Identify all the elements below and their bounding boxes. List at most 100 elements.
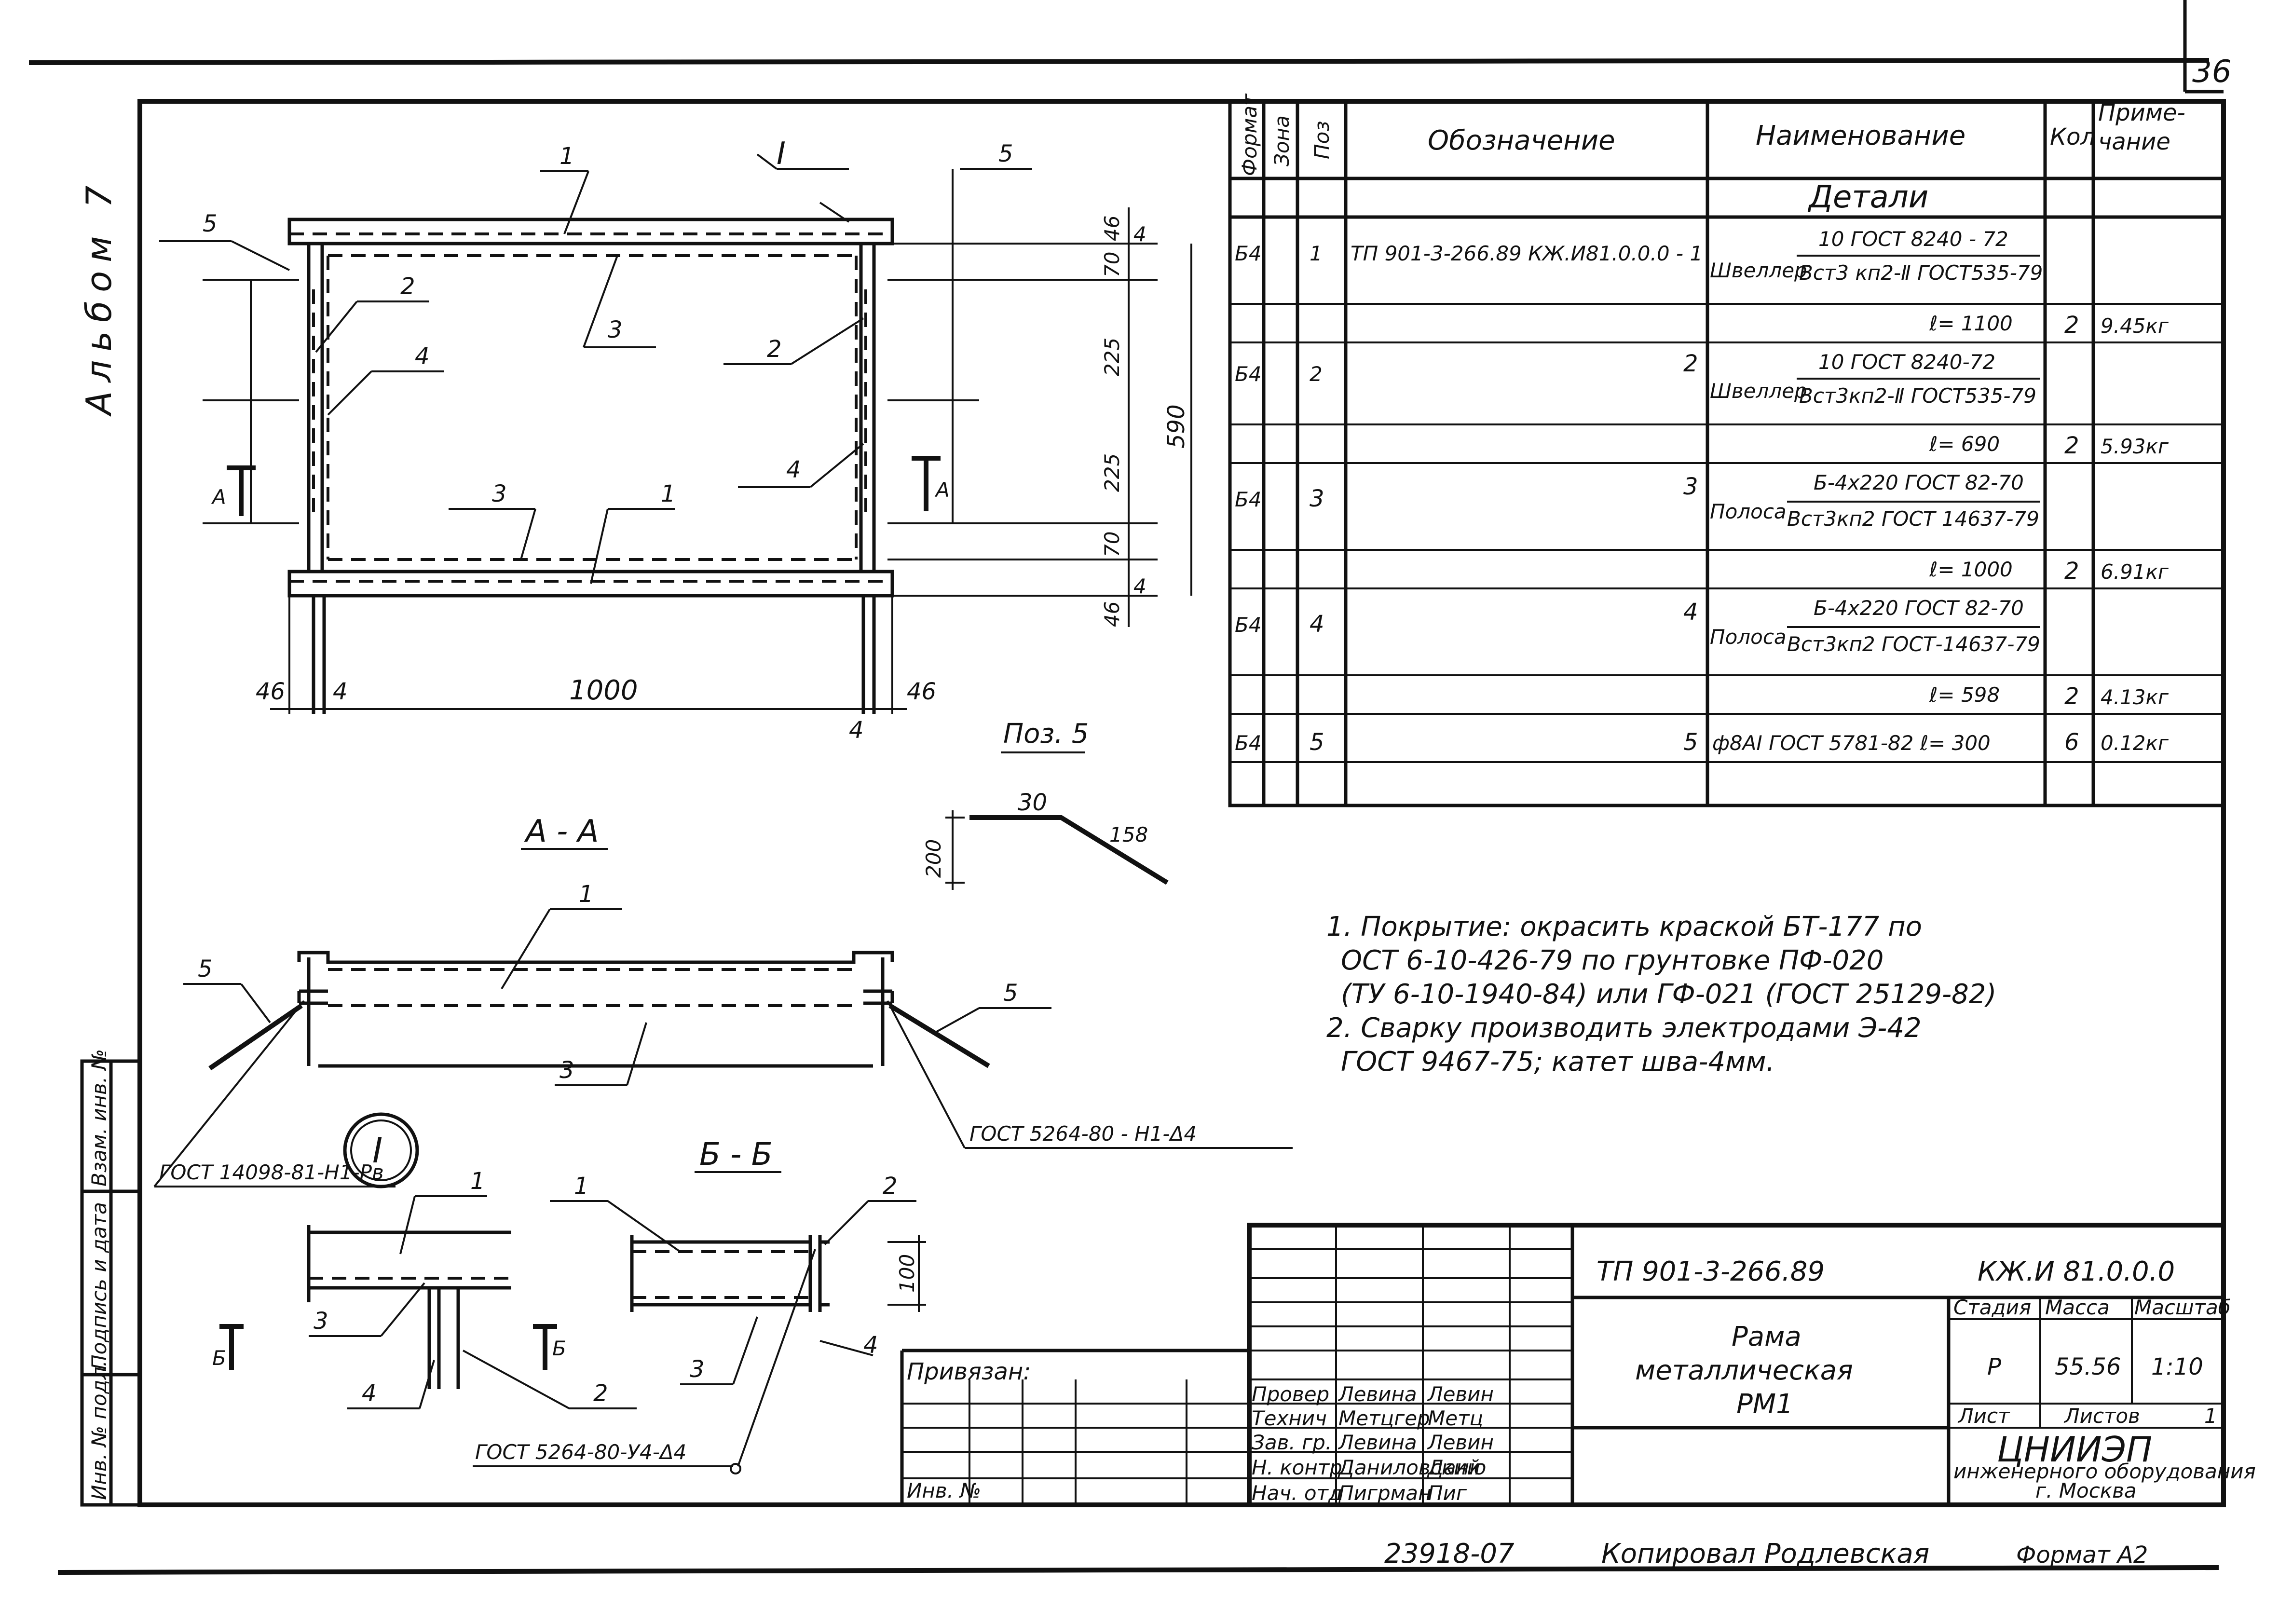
- role-1-name: Левина: [1337, 1382, 1417, 1406]
- section-title-details: Детали: [1807, 179, 1928, 215]
- section-AA-leaders: [153, 908, 1293, 1187]
- footer-format: Формат А2: [2016, 1542, 2148, 1569]
- title-linked-label: Привязан:: [907, 1358, 1031, 1385]
- plan-leaders: [159, 153, 1032, 584]
- plan-pos-4-right: 4: [786, 456, 801, 483]
- row4-qty: 2: [2064, 683, 2079, 710]
- pos5-title: Поз. 5: [1003, 718, 1089, 750]
- row3-name-bottom: Вст3кп2 ГОСТ 14637-79: [1787, 507, 2039, 531]
- row2-pos: 2: [1310, 362, 1323, 386]
- role-2-title: Технич: [1252, 1406, 1327, 1430]
- stamp-inv-orig: Инв. № подл.: [87, 1360, 111, 1500]
- side-stamp-strip: [80, 1059, 142, 1507]
- title-name-line2: металлическая: [1635, 1355, 1853, 1386]
- section-BB-drawing: [630, 1235, 926, 1474]
- row1-format: Б4: [1235, 242, 1262, 265]
- role-1-sign: Левин: [1427, 1382, 1494, 1406]
- section-AA-pos-3: 3: [560, 1057, 574, 1084]
- note-line-2: ОСТ 6-10-426-79 по грунтовке ПФ-020: [1341, 945, 1883, 976]
- plan-dim-4-bottom: 4: [1133, 574, 1146, 598]
- role-2-sign: Метц: [1428, 1406, 1483, 1430]
- role-1-title: Провер: [1252, 1382, 1329, 1406]
- detail-I-pos-3: 3: [314, 1308, 328, 1335]
- plan-dim-46-bottom: 46: [1100, 601, 1124, 627]
- footer-copied-by: Копировал Родлевская: [1601, 1538, 1929, 1569]
- plan-pos-1-top: 1: [560, 143, 574, 170]
- section-BB-pos-2: 2: [883, 1173, 898, 1200]
- plan-callout-I: I: [777, 136, 786, 172]
- plan-dim-70-top: 70: [1100, 252, 1124, 277]
- row1-mass: 9.45кг: [2101, 314, 2169, 338]
- note-line-4: 2. Сварку производить электродами Э-42: [1326, 1012, 1922, 1044]
- section-AA-drawing: [208, 951, 990, 1071]
- row5-qty: 6: [2064, 729, 2079, 756]
- role-5-title: Нач. отд: [1252, 1481, 1342, 1505]
- col-header-pos: Поз: [1310, 121, 1334, 159]
- row5-name-top: ф8АⅠ ГОСТ 5781-82 ℓ= 300: [1712, 731, 1991, 755]
- plan-dim-46-left: 46: [256, 678, 285, 705]
- detail-I-circle: [343, 1112, 419, 1188]
- title-scale-value: 1:10: [2151, 1353, 2203, 1380]
- row3-pos: 3: [1310, 485, 1324, 512]
- weld-note-left: ГОСТ 14098-81-Н1-Рв: [159, 1160, 384, 1184]
- row2-qty: 2: [2064, 432, 2079, 459]
- plan-pos-2-right: 2: [767, 336, 782, 363]
- plan-pos-2-left: 2: [400, 273, 415, 300]
- role-2-name: Метцгер: [1338, 1406, 1430, 1430]
- plan-dim-225-lower: 225: [1100, 453, 1124, 492]
- note-line-1: 1. Покрытие: окрасить краской БТ-177 по: [1326, 911, 1922, 942]
- role-3-sign: Левин: [1427, 1431, 1494, 1454]
- row4-name-top: Б-4x220 ГОСТ 82-70: [1814, 596, 2024, 620]
- col-header-note-2: чание: [2098, 128, 2170, 155]
- stamp-inv-dup: Взам. инв. №: [87, 1049, 111, 1187]
- col-header-format: Формат: [1238, 93, 1261, 176]
- section-AA-pos-1: 1: [579, 881, 594, 908]
- row2-format: Б4: [1235, 362, 1262, 386]
- title-sheets-count: 1: [2204, 1404, 2217, 1428]
- title-org-name: ЦНИИЭП: [1997, 1429, 2152, 1470]
- row2-name-type: Швеллер: [1710, 379, 1807, 403]
- title-stage-value: Р: [1987, 1353, 2001, 1380]
- row5-pos: 5: [1310, 729, 1324, 756]
- row2-designation: 2: [1683, 350, 1698, 377]
- plan-dimension-lines: [203, 169, 1192, 714]
- detail-I-pos-4: 4: [362, 1380, 377, 1407]
- pos5-dim-200: 200: [922, 839, 945, 878]
- plan-dim-4-top: 4: [1133, 222, 1146, 246]
- detail-I-pos-1: 1: [470, 1168, 485, 1195]
- row3-length: ℓ= 1000: [1929, 558, 2013, 581]
- plan-dim-1000: 1000: [569, 675, 638, 706]
- plan-dim-225-upper: 225: [1100, 338, 1124, 376]
- row1-length: ℓ= 1100: [1929, 312, 2013, 335]
- weld-note-right: ГОСТ 5264-80 - Н1-Δ4: [969, 1122, 1197, 1146]
- detail-I-section-mark-right: Б: [552, 1337, 566, 1360]
- weld-note-bottom: ГОСТ 5264-80-У4-Δ4: [475, 1440, 686, 1464]
- row3-name-type: Полоса: [1710, 500, 1787, 523]
- col-header-zone: Зона: [1270, 115, 1294, 166]
- note-line-5: ГОСТ 9467-75; катет шва-4мм.: [1341, 1046, 1774, 1078]
- section-AA-pos-5-left: 5: [198, 955, 213, 983]
- footer-stamp-number: 23918-07: [1384, 1538, 1515, 1569]
- plan-view-frame: [287, 218, 894, 714]
- section-BB-leaders: [473, 1200, 916, 1467]
- title-name-line3: РМ1: [1736, 1389, 1793, 1420]
- role-5-sign: Пиг: [1428, 1481, 1467, 1505]
- title-sheet-label: Лист: [1957, 1404, 2010, 1428]
- plan-pos-3-top: 3: [608, 316, 623, 343]
- row4-pos: 4: [1310, 611, 1324, 638]
- title-block-grid: [900, 1223, 2226, 1507]
- row1-pos: 1: [1310, 242, 1323, 265]
- row3-qty: 2: [2064, 558, 2079, 585]
- sheet-number: 36: [2192, 54, 2231, 90]
- row5-format: Б4: [1235, 731, 1262, 755]
- title-inv-label: Инв. №: [907, 1479, 981, 1502]
- row4-length: ℓ= 598: [1929, 683, 2000, 707]
- row2-length: ℓ= 690: [1929, 432, 2000, 456]
- title-scale-header: Масштаб: [2134, 1296, 2231, 1319]
- col-header-note-1: Приме-: [2098, 99, 2185, 126]
- section-mark-A-left: А: [211, 485, 226, 509]
- title-stage-header: Стадия: [1953, 1296, 2031, 1319]
- section-BB-pos-4: 4: [863, 1332, 878, 1359]
- detail-I-mark: I: [372, 1130, 382, 1171]
- row3-designation: 3: [1683, 473, 1698, 500]
